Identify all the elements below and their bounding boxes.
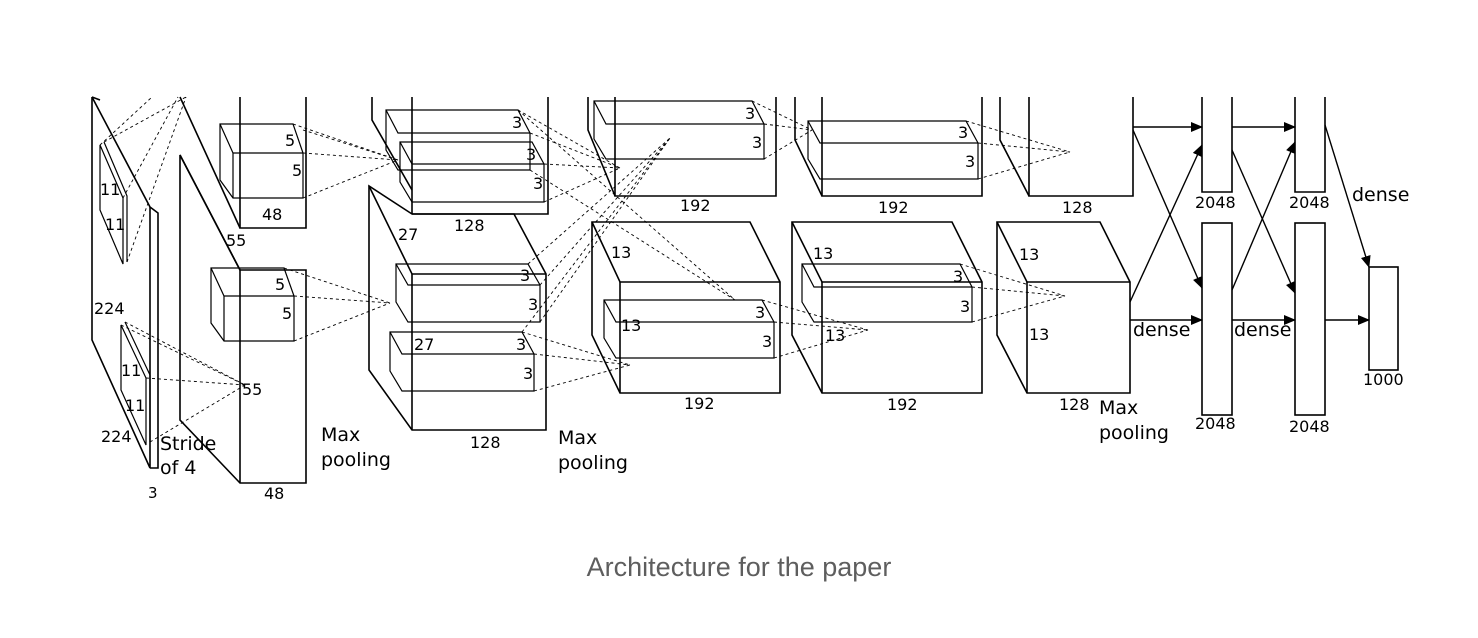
figure-caption: Architecture for the paper (586, 552, 892, 582)
conv2-pool-line2: pooling (558, 452, 628, 474)
conv5-depth-top: 128 (1062, 198, 1093, 217)
conv1-depth-bottom: 48 (264, 484, 284, 503)
dense-label-1: dense (1133, 319, 1190, 341)
conv3-kernel-label-1: 3 (745, 104, 755, 123)
conv1-pool-line1: Max (321, 424, 360, 446)
fc8-size: 1000 (1363, 370, 1404, 389)
conv3-kernel-label-2: 3 (752, 133, 762, 152)
conv2-kernel-label-2: 3 (526, 145, 536, 164)
conv5-pool-line1: Max (1099, 397, 1138, 419)
conv3-depth-top: 192 (680, 196, 711, 215)
fc7-top-size: 2048 (1289, 193, 1330, 212)
conv2-depth-bottom: 128 (470, 433, 501, 452)
conv1-size-label-bottom: 55 (242, 380, 262, 399)
conv3-kernel-label-3: 3 (755, 303, 765, 322)
fc6-top-size: 2048 (1195, 193, 1236, 212)
conv2-size-label-inner: 27 (414, 335, 434, 354)
dense-label-3: dense (1352, 184, 1409, 206)
stride-label-line1: Stride (160, 433, 216, 455)
input-depth-label: 3 (148, 484, 158, 502)
conv2-kernel-label-7: 3 (523, 364, 533, 383)
input-kernel-top-w: 11 (105, 215, 125, 234)
conv2-kernel-label-5: 3 (528, 295, 538, 314)
conv5-depth-bottom: 128 (1059, 395, 1090, 414)
input-kernel-top-h: 11 (100, 180, 120, 199)
conv1-size-label: 55 (226, 231, 246, 250)
fc7-bottom-size: 2048 (1289, 417, 1330, 436)
conv1-kernel-bottom-h: 5 (275, 275, 285, 294)
conv2-kernel-label-1: 3 (512, 113, 522, 132)
input-kernel-top (99, 141, 128, 265)
conv1-kernel-top-w: 5 (292, 161, 302, 180)
conv3-kernel-label-4: 3 (762, 332, 772, 351)
conv4-kernel-label-2: 3 (965, 152, 975, 171)
conv4-depth-top: 192 (878, 198, 909, 217)
conv5-size-label: 13 (1019, 245, 1039, 264)
conv3-size-label-inner: 13 (621, 316, 641, 335)
input-kernel-bottom-w: 11 (125, 396, 145, 415)
conv2-pool-line1: Max (558, 427, 597, 449)
conv4-depth-bottom: 192 (887, 395, 918, 414)
conv4-kernel-label-4: 3 (960, 297, 970, 316)
conv4-size-label: 13 (813, 244, 833, 263)
receptive-field-lines (99, 96, 1071, 443)
conv1-kernel-bottom-w: 5 (282, 304, 292, 323)
conv1-kernel-top-h: 5 (285, 131, 295, 150)
dense-connection-arrows (1129, 122, 1371, 325)
conv5-pool-line2: pooling (1099, 422, 1169, 444)
conv2-size-label: 27 (398, 225, 418, 244)
fc6-bottom-size: 2048 (1195, 414, 1236, 433)
conv1-pool-line2: pooling (321, 449, 391, 471)
conv1-depth-top: 48 (262, 205, 282, 224)
conv3-block (587, 97, 781, 394)
fc-layers (1201, 97, 1399, 416)
conv5-size-label-inner: 13 (1029, 325, 1049, 344)
conv2-block (368, 97, 549, 431)
conv5-block (996, 97, 1134, 394)
dense-label-2: dense (1234, 319, 1291, 341)
input-size-label: 224 (94, 299, 125, 318)
conv4-block (791, 97, 983, 394)
conv4-kernel-label-1: 3 (958, 123, 968, 142)
conv2-kernel-label-3: 3 (533, 174, 543, 193)
conv2-kernel-label-4: 3 (520, 266, 530, 285)
stride-label-line2: of 4 (160, 457, 196, 479)
input-layer (91, 96, 159, 469)
conv3-size-label: 13 (611, 243, 631, 262)
conv2-kernel-label-6: 3 (516, 335, 526, 354)
conv4-kernel-label-3: 3 (953, 267, 963, 286)
conv3-depth-bottom: 192 (684, 394, 715, 413)
input-size-label-bottom: 224 (101, 427, 132, 446)
input-kernel-bottom-h: 11 (121, 361, 141, 380)
conv2-depth-top: 128 (454, 216, 485, 235)
conv1-block (179, 96, 307, 484)
input-kernel-bottom (120, 321, 151, 446)
conv4-size-label-inner: 13 (825, 326, 845, 345)
